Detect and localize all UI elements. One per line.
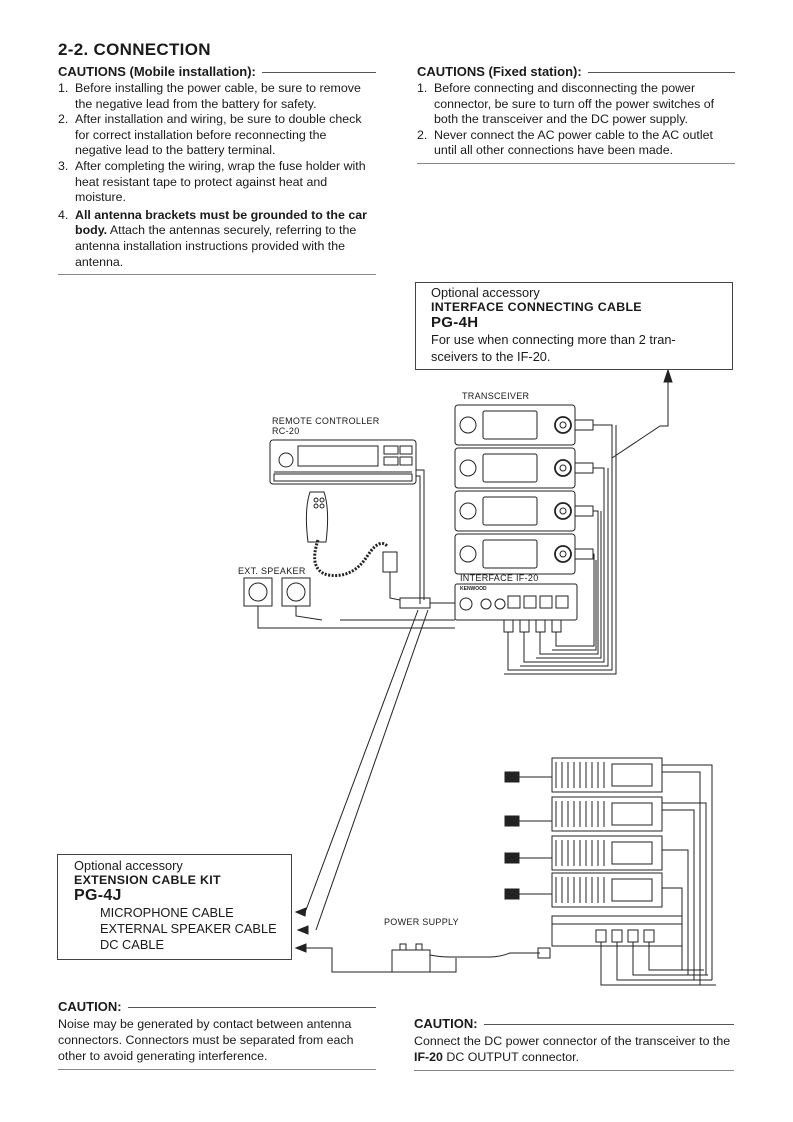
transceiver-unit <box>454 490 594 532</box>
caution-right-text-before: Connect the DC power connector of the tr… <box>414 1034 731 1048</box>
fixed-cautions-heading: CAUTIONS (Fixed station): <box>417 64 735 79</box>
list-item: 3. After completing the wiring, wrap the … <box>58 159 376 206</box>
pg4h-box: Optional accessory INTERFACE CONNECTING … <box>415 282 733 370</box>
pg4h-use-line2: sceivers to the IF-20. <box>431 349 551 364</box>
pg4h-arrow <box>611 368 673 459</box>
pg4h-optional: Optional accessory <box>431 285 540 300</box>
caution-left: CAUTION: Noise may be generated by conta… <box>58 999 376 1070</box>
pg4j-cable-list: MICROPHONE CABLE EXTERNAL SPEAKER CABLE … <box>74 905 291 953</box>
ext-speaker-label: EXT. SPEAKER <box>238 566 306 576</box>
list-item: 1. Before connecting and disconnecting th… <box>417 81 735 128</box>
transceiver-stack <box>454 404 594 575</box>
item-number: 1. <box>58 81 69 95</box>
transceiver-unit <box>454 533 594 575</box>
caution-right: CAUTION: Connect the DC power connector … <box>414 1016 734 1071</box>
item-text: Attach the antennas securely, referring … <box>75 223 357 269</box>
mobile-cautions-heading: CAUTIONS (Mobile installation): <box>58 64 376 79</box>
pg4j-box: Optional accessory EXTENSION CABLE KIT P… <box>57 854 292 960</box>
item-number: 3. <box>58 158 69 173</box>
fixed-heading-text: CAUTIONS (Fixed station): <box>417 64 582 79</box>
divider <box>414 1070 734 1071</box>
item-number: 1. <box>417 81 428 95</box>
list-item: 4. All antenna brackets must be grounded … <box>58 208 376 270</box>
list-item: 2. After installation and wiring, be sure… <box>58 112 376 159</box>
mobile-cautions-list: 1. Before installing the power cable, be … <box>58 81 376 270</box>
item-number: 2. <box>58 112 69 127</box>
cable-item: MICROPHONE CABLE <box>100 905 234 920</box>
caution-left-text: Noise may be generated by contact betwee… <box>58 1017 354 1063</box>
mobile-heading-text: CAUTIONS (Mobile installation): <box>58 64 256 79</box>
cable-item: EXTERNAL SPEAKER CABLE <box>100 921 277 936</box>
interface-label: INTERFACE IF-20 <box>460 573 539 583</box>
brand-logo: KENWOOD <box>460 586 487 592</box>
power-supply-label: POWER SUPPLY <box>384 917 459 927</box>
divider <box>58 1069 376 1070</box>
caution-right-heading: CAUTION: <box>414 1016 734 1031</box>
fixed-cautions: CAUTIONS (Fixed station): 1. Before conne… <box>417 64 735 164</box>
item-text: Never connect the AC power cable to the … <box>434 127 713 158</box>
pg4j-optional: Optional accessory <box>74 858 183 873</box>
transceiver-unit <box>504 796 695 980</box>
remote-controller-label: REMOTE CONTROLLER <box>272 416 380 426</box>
item-text: Before installing the power cable, be su… <box>75 81 361 111</box>
caution-right-bold: IF-20 <box>414 1050 443 1064</box>
remote-model-label: RC-20 <box>272 426 300 436</box>
caution-heading-text: CAUTION: <box>414 1016 478 1031</box>
item-text: After installation and wiring, be sure t… <box>75 112 362 158</box>
divider <box>417 162 735 164</box>
section-title: 2-2. CONNECTION <box>58 40 211 59</box>
list-item: 2. Never connect the AC power cable to th… <box>417 128 735 159</box>
caution-left-heading: CAUTION: <box>58 999 376 1014</box>
cable-item: DC CABLE <box>100 937 165 952</box>
pg4h-model: PG-4H <box>431 314 479 331</box>
pg4j-name: EXTENSION CABLE KIT <box>74 873 221 887</box>
caution-right-text-after: DC OUTPUT connector. <box>442 1050 580 1064</box>
fixed-cautions-list: 1. Before connecting and disconnecting th… <box>417 81 735 159</box>
interface-if20 <box>399 583 578 633</box>
pg4h-name: INTERFACE CONNECTING CABLE <box>431 300 642 314</box>
item-text: After completing the wiring, wrap the fu… <box>75 158 366 205</box>
fixed-transceiver-stack <box>504 757 716 986</box>
transceiver-cables <box>504 424 617 675</box>
transceiver-unit <box>504 872 683 970</box>
pg4h-use-line1: For use when connecting more than 2 tran… <box>431 332 676 347</box>
caution-right-text: Connect the DC power connector of the tr… <box>414 1033 734 1065</box>
item-bold-text: All antenna brackets must be grounded to… <box>75 207 367 238</box>
external-speakers <box>243 577 455 629</box>
caution-heading-text: CAUTION: <box>58 999 122 1014</box>
transceiver-unit <box>454 447 594 489</box>
divider <box>58 274 376 276</box>
item-number: 4. <box>58 207 69 222</box>
list-item: 1. Before installing the power cable, be … <box>58 81 376 112</box>
item-text: Before connecting and disconnecting the … <box>434 81 715 127</box>
pg4j-model: PG-4J <box>74 887 122 904</box>
transceiver-label: TRANSCEIVER <box>462 391 530 401</box>
mobile-cautions: CAUTIONS (Mobile installation): 1. Before… <box>58 64 376 276</box>
transceiver-unit <box>454 404 594 446</box>
extension-cables <box>294 609 457 973</box>
item-number: 2. <box>417 127 428 142</box>
remote-controller <box>269 439 425 604</box>
microphone <box>305 491 401 604</box>
transceiver-unit <box>504 757 716 986</box>
transceiver-unit <box>504 835 689 975</box>
